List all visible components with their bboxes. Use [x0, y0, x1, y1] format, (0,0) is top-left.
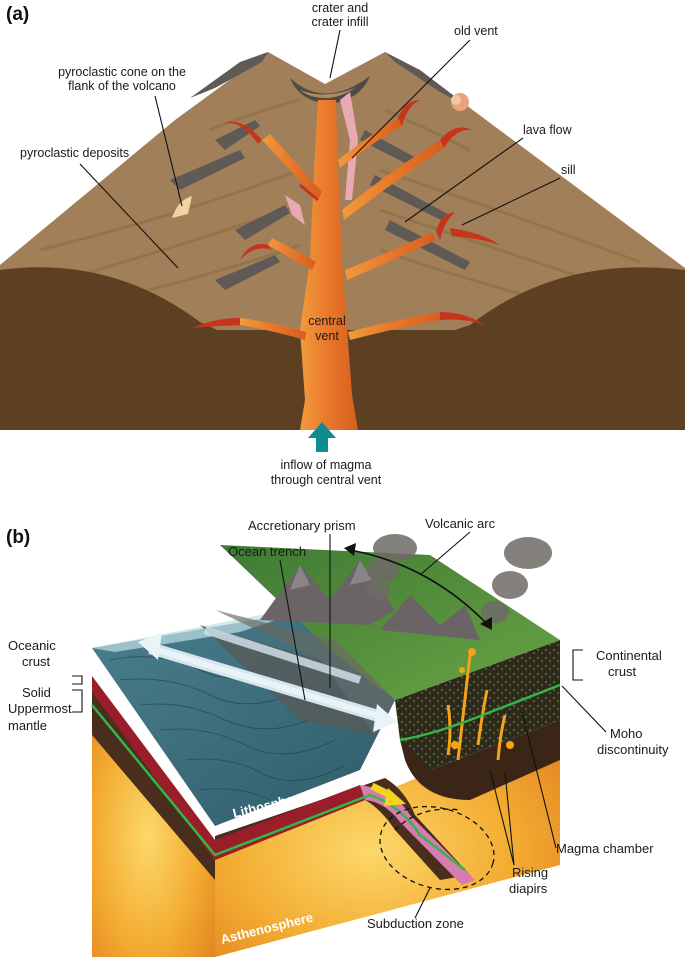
- oceanic-crust-strip: [92, 676, 365, 860]
- inflow-arrow: [308, 422, 336, 452]
- central-conduit: [300, 100, 358, 430]
- leader-moho: [561, 685, 607, 733]
- ash-bands: [170, 52, 470, 290]
- lithosphere-green-line: [91, 704, 466, 871]
- panel-a-letter: (a): [6, 4, 29, 25]
- label-rising-line2: diapirs: [509, 881, 548, 896]
- old-vent-channel: [340, 92, 358, 200]
- label-oceanic-crust-line2: crust: [22, 654, 51, 669]
- volcanic-smoke: [366, 534, 552, 623]
- label-lava-flow: lava flow: [523, 123, 573, 137]
- pyroclastic-cone: [172, 196, 192, 218]
- label-central-vent-line2: vent: [315, 329, 339, 343]
- bracket-continental: [572, 649, 583, 681]
- label-cone-line1: pyroclastic cone on the: [58, 65, 186, 79]
- label-old-vent: old vent: [454, 24, 498, 38]
- subduction-zone-ellipse: [379, 805, 495, 891]
- leader-ocean-trench: [279, 559, 306, 701]
- label-accretionary-prism: Accretionary prism: [248, 518, 356, 533]
- panel-a: (a): [0, 1, 685, 487]
- label-cone-line2: flank of the volcano: [68, 79, 176, 93]
- leader-sill: [461, 177, 561, 226]
- label-moho-line1: Moho: [610, 726, 643, 741]
- label-moho-line2: discontinuity: [597, 742, 669, 757]
- label-sill: sill: [561, 163, 576, 177]
- label-solid-line2: Uppermost: [8, 701, 72, 716]
- bracket-solid-mantle: [72, 689, 83, 713]
- plate-motion-arrow: [138, 626, 397, 732]
- label-solid-line1: Solid: [22, 685, 51, 700]
- leader-rising-diapirs-a: [489, 769, 515, 866]
- leader-pyroclastic-deposits: [79, 163, 179, 269]
- label-pyroclastic-deposits: pyroclastic deposits: [20, 146, 129, 160]
- label-rising-line1: Rising: [512, 865, 548, 880]
- leader-subduction-zone: [414, 887, 431, 919]
- label-continental-line1: Continental: [596, 648, 662, 663]
- continental-front-dark: [400, 720, 560, 800]
- mantle-edge-pink: [360, 785, 475, 885]
- lava-flows: [192, 100, 500, 328]
- magma-chamber-blobs: [451, 648, 514, 749]
- leader-rising-diapirs-b: [504, 771, 515, 866]
- leader-old-vent: [351, 39, 471, 159]
- old-vent-side: [285, 195, 305, 225]
- bracket-oceanic-crust: [72, 675, 83, 685]
- label-subduction-zone: Subduction zone: [367, 916, 464, 931]
- panel-b-letter: (b): [6, 527, 30, 548]
- leader-magma-chamber: [521, 711, 557, 849]
- label-central-vent-line1: central: [308, 314, 346, 328]
- subduction-arrow: [370, 782, 406, 806]
- label-solid-line3: mantle: [8, 718, 47, 733]
- leader-volcanic-arc: [419, 531, 471, 576]
- ocean-contours: [109, 656, 346, 801]
- label-ocean-trench: Ocean trench: [228, 544, 306, 559]
- label-oceanic-crust-line1: Oceanic: [8, 638, 56, 653]
- subduction-zone-ellipse-upper: [394, 808, 461, 831]
- lithosphere-band: [215, 778, 470, 880]
- continental-side: [395, 640, 560, 770]
- label-inflow-line2: through central vent: [271, 473, 382, 487]
- lithosphere-front: [92, 690, 215, 880]
- mountain-snow: [290, 560, 372, 590]
- leader-lava-flow: [404, 137, 524, 223]
- crater-infill: [300, 88, 355, 98]
- leader-cone: [154, 95, 183, 207]
- label-magma-chamber: Magma chamber: [556, 841, 654, 856]
- label-inflow-line1: inflow of magma: [280, 458, 371, 472]
- label-continental-line2: crust: [608, 664, 637, 679]
- label-crater-line2: crater infill: [312, 15, 369, 29]
- label-volcanic-arc: Volcanic arc: [425, 516, 496, 531]
- arc-arrow: [344, 543, 492, 630]
- leader-crater: [329, 29, 341, 79]
- panel-b: (b): [6, 516, 669, 957]
- moho-line: [399, 683, 561, 742]
- label-crater-line1: crater and: [312, 1, 368, 15]
